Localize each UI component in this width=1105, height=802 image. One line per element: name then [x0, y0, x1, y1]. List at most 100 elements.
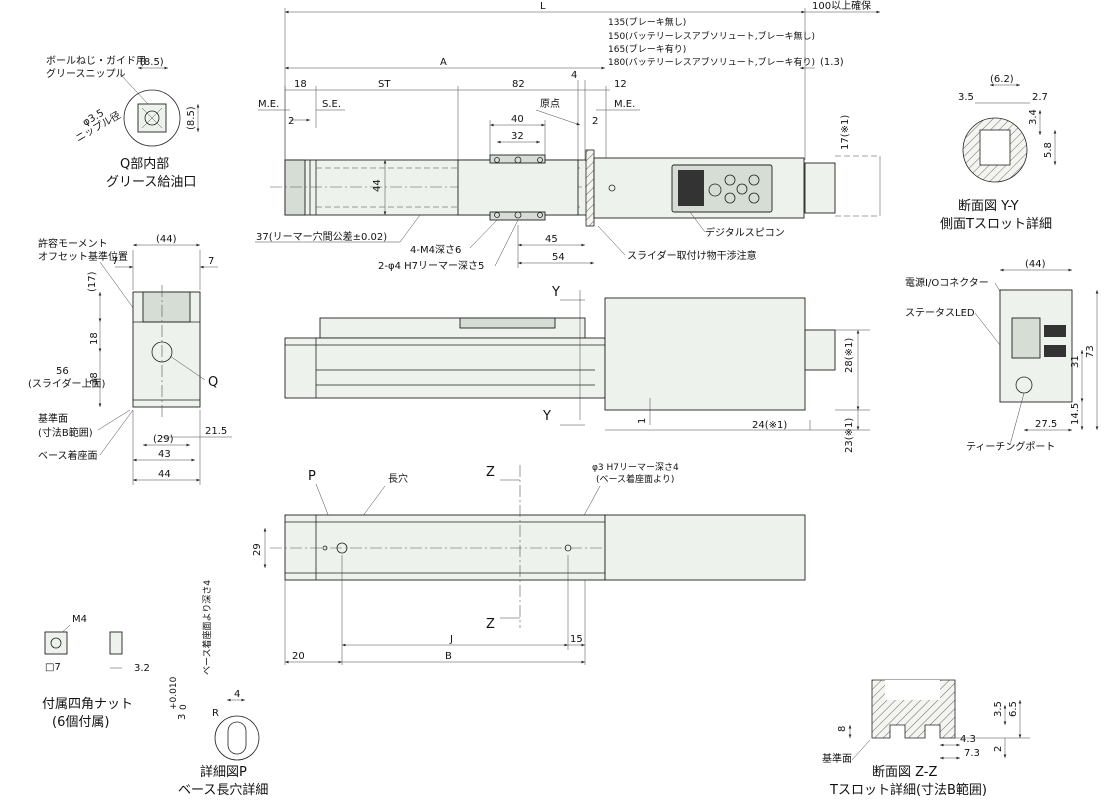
slider-top [457, 159, 579, 216]
zz-8: 8 [837, 726, 848, 732]
dim-73: 73 [1085, 345, 1096, 358]
dim-1: 1 [637, 418, 648, 424]
section-Z-bottom: Z [486, 617, 495, 632]
moment-label-1: 許容モーメント [38, 237, 108, 250]
dim-L: L [540, 1, 546, 12]
bottom-motor [604, 514, 806, 581]
dim-6-2: (6.2) [990, 74, 1014, 85]
section-yy-subtitle: 側面Tスロット詳細 [940, 216, 1052, 232]
dim-2-right: 2 [592, 116, 598, 127]
detail-p-slot [227, 721, 247, 755]
dim-44-ctrl: (44) [1025, 259, 1046, 270]
dim-3-5-yy: 3.5 [958, 92, 974, 103]
detail-p-caption-2: ベース長穴詳細 [178, 782, 268, 798]
reamer-phi3-note: (ベース着座面より) [596, 473, 674, 485]
zz-6-5: 6.5 [1008, 701, 1019, 717]
origin-hatch [585, 149, 595, 227]
dim-23-note: 23(※1) [844, 418, 855, 453]
dim-1-3: (1.3) [820, 57, 844, 68]
section-yy-title: 断面図 Y-Y [958, 199, 1019, 214]
label-slot: 長穴 [388, 472, 408, 485]
section-yy: (6.2) 3.5 2.7 3.4 5.8 断面図 Y-Y 側面Tスロット詳細 [940, 74, 1057, 232]
zz-ref-surface: 基準面 [822, 752, 852, 765]
dim-28-note: 28(※1) [844, 338, 855, 373]
brand-badge-2 [1044, 345, 1066, 357]
zz-4-3: 4.3 [960, 734, 976, 745]
dim-17-note: 17(※1) [840, 115, 851, 150]
detail-p-tol-lo: 0 [179, 704, 189, 710]
power-io-connector: 電源I/Oコネクター [905, 276, 989, 289]
dim-2-left: 2 [288, 116, 294, 127]
detail-p-R: R [212, 708, 219, 719]
ref-surface-1: 基準面 [38, 412, 68, 425]
dim-2-7: 2.7 [1032, 92, 1048, 103]
slider-interference-note: スライダー取付け物干渉注意 [627, 249, 757, 262]
detail-p-3: 3 [177, 714, 188, 720]
detail-p-circle [214, 715, 260, 761]
reamer-tolerance: 37(リーマー穴間公差±0.02) [256, 230, 387, 243]
dim-8-5-top: (8.5) [140, 57, 164, 68]
digital-spicon-label: デジタルスピコン [705, 226, 785, 239]
end-slider [142, 291, 191, 323]
end-cap-left [284, 159, 306, 216]
section-Y-bottom: Y [542, 409, 551, 424]
motor-note-3: 165(ブレーキ有り) [608, 43, 686, 55]
dim-44-top: 44 [372, 179, 383, 192]
label-Q: Q [208, 375, 218, 390]
dim-43-end: 43 [158, 449, 171, 460]
dim-100-clearance: 100以上確保 [812, 0, 871, 12]
detail-p-depth: ベース着座面より深さ4 [201, 580, 213, 675]
dim-ST: ST [378, 79, 391, 90]
dim-54: 54 [552, 252, 565, 263]
label-origin: 原点 [540, 98, 560, 110]
label-me-left: M.E. [258, 99, 279, 110]
zz-7-3: 7.3 [964, 748, 980, 759]
ref-surface-2: (寸法B範囲) [38, 426, 93, 439]
phi4-reamer: 2-φ4 H7リーマー深さ5 [378, 260, 484, 272]
dim-4: 4 [571, 70, 577, 81]
label-se: S.E. [322, 99, 341, 110]
section-zz-subtitle: Tスロット詳細(寸法B範囲) [829, 782, 987, 798]
label-P: P [308, 469, 316, 484]
zz-3-5: 3.5 [993, 701, 1004, 717]
square-nut: M4 □7 3.2 付属四角ナット (6個付属) [42, 614, 150, 730]
nut-caption-2: (6個付属) [52, 715, 109, 730]
dim-5-8: 5.8 [1043, 142, 1054, 158]
dim-56: 56 [56, 366, 69, 377]
dim-82: 82 [512, 79, 525, 90]
side-motor-cap [804, 329, 836, 371]
bottom-view: P 長穴 Z φ3 H7リーマー深さ4 (ベース着座面より) Z 29 J 15… [252, 462, 806, 665]
section-Z-top: Z [486, 465, 495, 480]
motor-note-2: 150(バッテリーレスアブソリュート,ブレーキ無し) [608, 30, 815, 42]
nut-3-2: 3.2 [134, 663, 150, 674]
moment-label-2: オフセット基準位置 [38, 250, 128, 263]
dim-12: 12 [614, 79, 627, 90]
brand-badge [1044, 325, 1066, 337]
dim-17-end: (17) [87, 271, 98, 292]
teaching-port-label: ティーチングポート [966, 440, 1055, 453]
base-surface: ベース着座面 [38, 449, 98, 462]
top-view: L 100以上確保 135(ブレーキ無し) 150(バッテリーレスアブソリュート… [255, 0, 881, 272]
grease-nipple-label-2: グリースニップル [46, 67, 126, 80]
nut-top [44, 631, 68, 655]
side-slider-plate [459, 317, 556, 329]
bottom-body [284, 514, 606, 581]
nut-square-7: □7 [45, 662, 61, 673]
q-circle [123, 89, 181, 147]
dim-40: 40 [511, 114, 524, 125]
dim-21-5: 21.5 [205, 426, 227, 437]
zz-2: 2 [993, 746, 1004, 752]
dim-24-note: 24(※1) [752, 420, 787, 431]
motor-cap-top [804, 162, 836, 214]
label-me-right: M.E. [614, 99, 635, 110]
dim-J: J [449, 634, 453, 645]
nut-side [109, 631, 123, 655]
detail-q-caption-2: グリース給油口 [106, 175, 196, 190]
dim-A: A [440, 57, 447, 68]
section-zz-title: 断面図 Z-Z [872, 765, 938, 780]
dim-44-end: (44) [156, 234, 177, 245]
controller-end-view: 電源I/Oコネクター ステータスLED (44) 31 73 27.5 14.5… [905, 259, 1099, 453]
section-zz: 8 3.5 6.5 4.3 7.3 2 基準面 断面図 Z-Z Tスロット詳細(… [822, 679, 1030, 798]
grease-nipple-label-1: ボールねじ・ガイド用 [46, 55, 146, 67]
